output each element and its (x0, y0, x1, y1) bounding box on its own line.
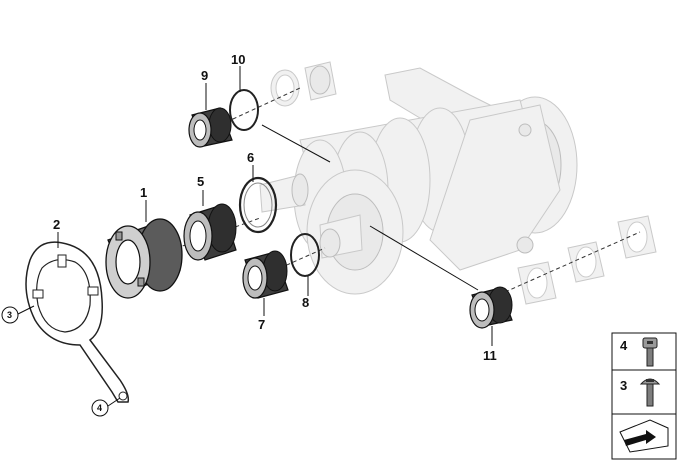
part-2-special-tool (25, 241, 130, 403)
callout-5: 5 (197, 174, 204, 189)
callout-11: 11 (483, 348, 497, 363)
callout-4-circle: 4 (91, 399, 109, 417)
callout-2: 2 (53, 217, 60, 232)
part-9-needle-bearing (188, 107, 233, 148)
callout-9: 9 (201, 68, 208, 83)
part-7-needle-bearing (242, 250, 289, 299)
leader-lines (17, 66, 493, 407)
part-10-circlip (229, 89, 259, 131)
button-head-screw-icon (639, 378, 661, 407)
callout-6: 6 (247, 150, 254, 165)
part-1-slotted-nut (105, 218, 183, 299)
ghost-bearings-top (270, 61, 337, 107)
part-6-circlip (238, 176, 278, 234)
callout-1: 1 (140, 185, 147, 200)
manual-arrow-icon (619, 419, 669, 453)
part-11-bearing-ring (469, 286, 513, 329)
callout-4: 4 (97, 403, 102, 413)
callout-8: 8 (302, 295, 309, 310)
transmission-assembly (259, 67, 578, 295)
part-5-needle-bearing (183, 203, 237, 261)
callout-3-circle: 3 (1, 306, 19, 324)
callout-10: 10 (231, 52, 245, 67)
socket-head-screw-icon (642, 337, 658, 367)
hardware-legend: 4 3 (611, 332, 677, 460)
legend-label-4: 4 (620, 338, 628, 353)
callout-7: 7 (258, 317, 265, 332)
legend-label-3: 3 (620, 378, 627, 393)
part-8-circlip (290, 233, 320, 277)
callout-3: 3 (7, 310, 12, 320)
